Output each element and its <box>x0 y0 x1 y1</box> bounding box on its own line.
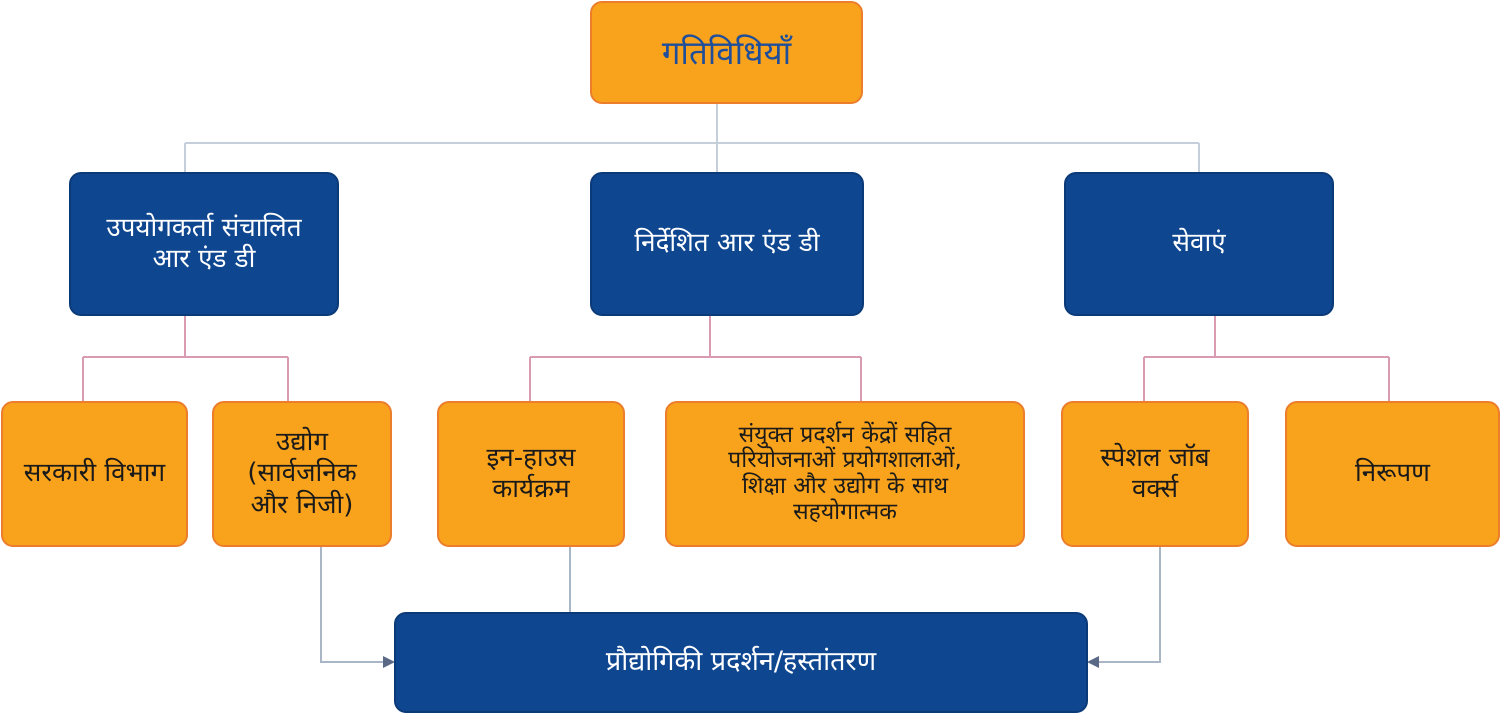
node-directed-rnd: निर्देशित आर एंड डी <box>590 172 864 316</box>
node-label: उपयोगकर्ता संचालित आर एंड डी <box>106 212 302 274</box>
node-user-driven-rnd: उपयोगकर्ता संचालित आर एंड डी <box>69 172 339 316</box>
node-label: संयुक्त प्रदर्शन केंद्रों सहित परियोजनाओ… <box>728 421 962 525</box>
node-label: इन-हाउस कार्यक्रम <box>486 442 576 504</box>
node-design: निरूपण <box>1285 401 1500 547</box>
node-label: प्रौद्योगिकी प्रदर्शन/हस्तांतरण <box>605 646 877 678</box>
node-collaborative-projects: संयुक्त प्रदर्शन केंद्रों सहित परियोजनाओ… <box>665 401 1025 547</box>
node-government-departments: सरकारी विभाग <box>1 401 188 547</box>
node-special-job-works: स्पेशल जॉब वर्क्स <box>1061 401 1249 547</box>
root-node: गतिविधियाँ <box>590 1 863 104</box>
level2-connectors <box>82 315 1390 401</box>
root-connectors <box>184 103 1200 172</box>
arrow-head-right <box>1087 656 1099 668</box>
node-label: निर्देशित आर एंड डी <box>634 228 820 259</box>
node-in-house-programs: इन-हाउस कार्यक्रम <box>437 401 625 547</box>
node-services: सेवाएं <box>1064 172 1334 316</box>
arrow-head-left <box>383 656 395 668</box>
outcome-connectors <box>320 546 1161 663</box>
node-technology-demonstration-transfer: प्रौद्योगिकी प्रदर्शन/हस्तांतरण <box>394 612 1088 713</box>
node-label: स्पेशल जॉब वर्क्स <box>1100 442 1210 504</box>
node-industry: उद्योग (सार्वजनिक और निजी) <box>212 401 392 547</box>
node-label: सेवाएं <box>1172 228 1226 259</box>
node-label: सरकारी विभाग <box>23 458 166 489</box>
root-label: गतिविधियाँ <box>661 32 792 72</box>
node-label: निरूपण <box>1355 458 1430 489</box>
node-label: उद्योग (सार्वजनिक और निजी) <box>247 427 357 520</box>
